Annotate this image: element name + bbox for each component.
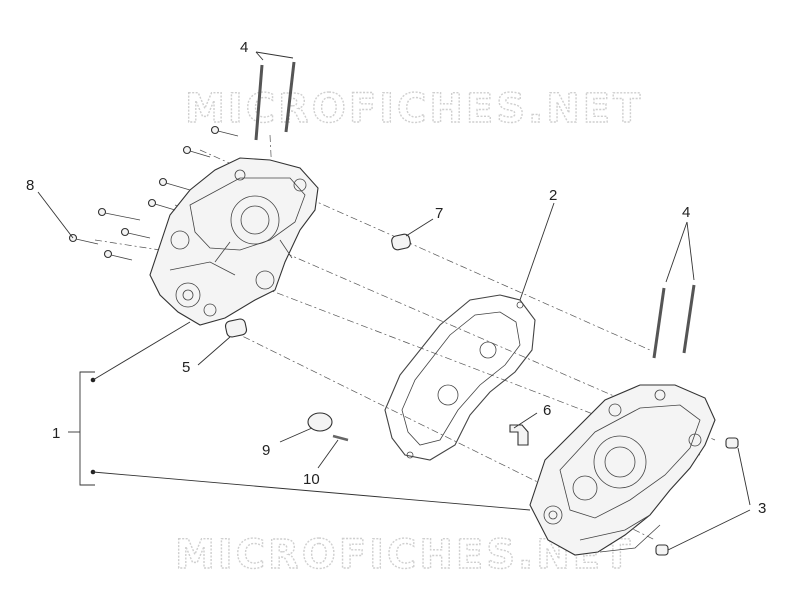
callout-4-top: 4 <box>240 39 248 56</box>
callout-5: 5 <box>182 359 190 376</box>
right-crankcase-half <box>529 384 716 556</box>
fitting-6 <box>509 424 529 446</box>
bolt <box>97 207 141 221</box>
left-crankcase-half <box>149 157 319 326</box>
watermark-top: MICROFICHES.NET <box>185 86 643 132</box>
leader-lines <box>37 51 751 551</box>
bushings-3 <box>655 437 739 556</box>
callout-1: 1 <box>52 425 60 442</box>
left-studs <box>254 61 296 141</box>
callout-4-right: 4 <box>682 204 690 221</box>
bolt <box>158 177 191 191</box>
right-studs <box>652 284 696 359</box>
bolt <box>182 145 211 158</box>
crankcase-bolts <box>68 125 239 261</box>
bolt <box>68 233 99 245</box>
crankcase-gasket <box>384 294 536 461</box>
bolt <box>120 227 151 239</box>
dowel-pin-5 <box>224 318 248 338</box>
callout-2: 2 <box>549 187 557 204</box>
callout-10: 10 <box>303 471 320 488</box>
callout-3: 3 <box>758 500 766 517</box>
group-bracket <box>68 371 96 486</box>
dowel-pin-7 <box>391 233 411 251</box>
bolt <box>210 125 239 137</box>
screw-10 <box>332 434 349 442</box>
bolt <box>103 249 133 261</box>
callout-9: 9 <box>262 442 270 459</box>
callout-7: 7 <box>435 205 443 222</box>
callout-8: 8 <box>26 177 34 194</box>
bolt <box>147 198 176 211</box>
washer-9 <box>307 412 333 432</box>
callout-labels: 1 2 3 4 4 5 6 7 8 9 10 <box>26 39 766 517</box>
callout-6: 6 <box>543 402 551 419</box>
